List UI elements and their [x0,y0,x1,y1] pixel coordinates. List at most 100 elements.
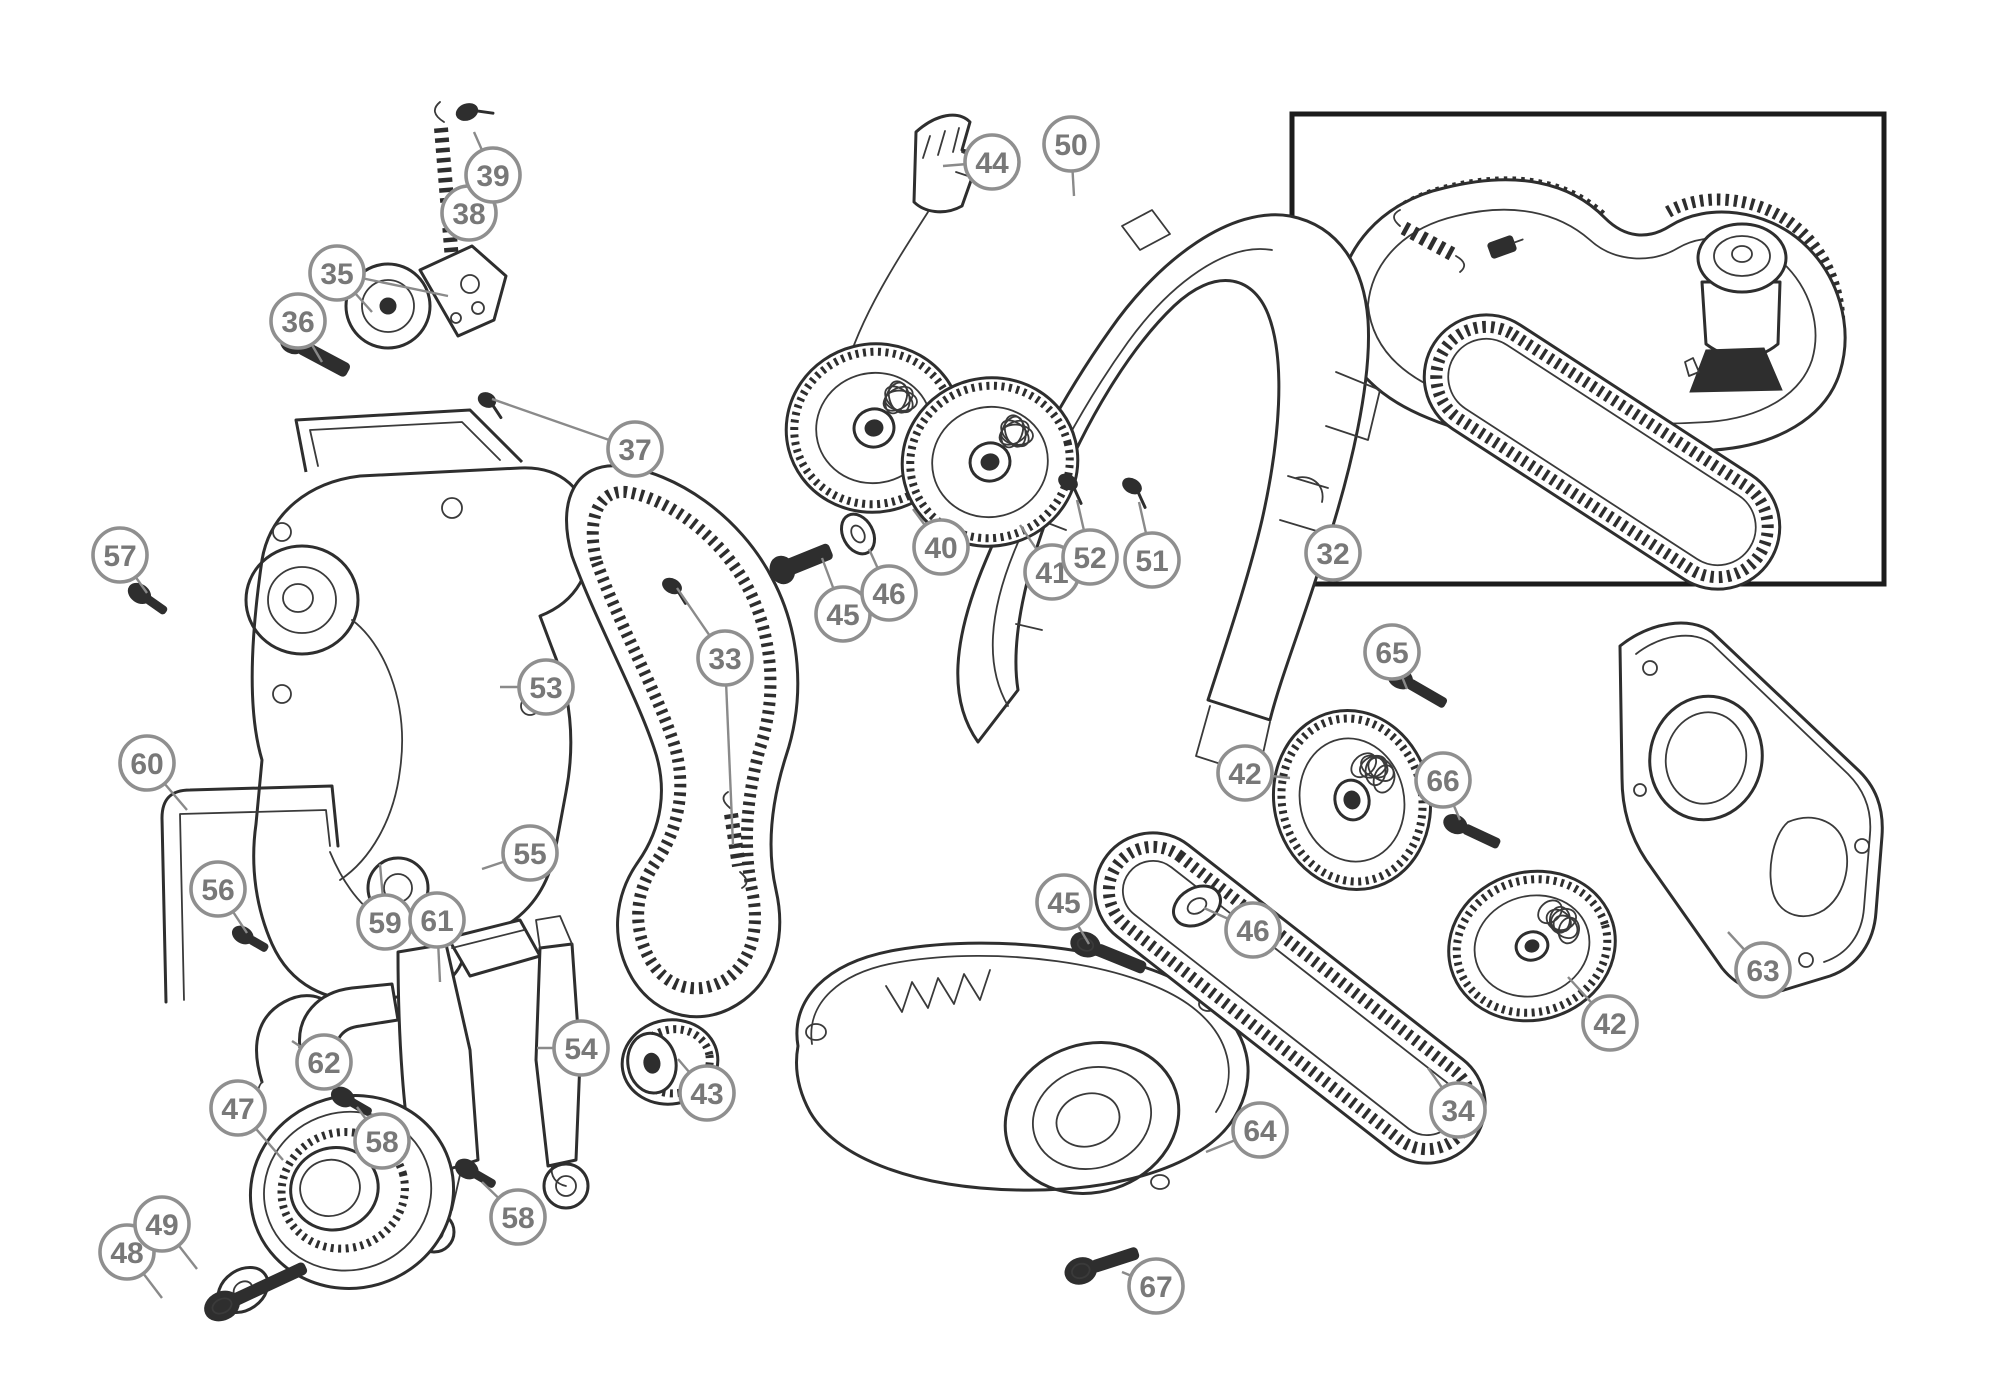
svg-text:39: 39 [476,160,509,193]
svg-text:67: 67 [1139,1271,1172,1304]
svg-text:45: 45 [1047,887,1080,920]
svg-text:37: 37 [618,434,651,467]
svg-text:43: 43 [690,1078,723,1111]
callout-60[interactable]: 60 [118,734,176,792]
svg-text:66: 66 [1426,765,1459,798]
callout-49[interactable]: 49 [133,1195,191,1253]
callout-55[interactable]: 55 [501,824,559,882]
camshaft-gear-41 [900,376,1080,548]
callout-53[interactable]: 53 [517,658,575,716]
svg-text:50: 50 [1054,129,1087,162]
callout-64[interactable]: 64 [1231,1101,1289,1159]
cover-screw-52 [1058,473,1083,505]
callout-65[interactable]: 65 [1363,623,1421,681]
callout-46[interactable]: 46 [1224,901,1282,959]
callout-44[interactable]: 44 [963,133,1021,191]
callout-66[interactable]: 66 [1414,751,1472,809]
crank-bolt [204,1262,308,1322]
callout-leader-33 [723,657,735,846]
callout-36[interactable]: 36 [269,292,327,350]
callout-42[interactable]: 42 [1216,744,1274,802]
callout-62[interactable]: 62 [295,1033,353,1091]
callout-59[interactable]: 59 [356,893,414,951]
callout-57[interactable]: 57 [91,526,149,584]
svg-text:62: 62 [307,1047,340,1080]
gear-washer [839,512,877,556]
svg-text:46: 46 [872,578,905,611]
svg-text:59: 59 [368,907,401,940]
svg-text:52: 52 [1073,542,1106,575]
callout-54[interactable]: 54 [552,1019,610,1077]
svg-text:51: 51 [1135,545,1168,578]
callout-34[interactable]: 34 [1429,1081,1487,1139]
tensioner-assembly [279,101,508,420]
cover-screw-57 [127,582,168,615]
svg-text:58: 58 [365,1126,398,1159]
balance-gear-upper [1271,708,1433,892]
svg-text:40: 40 [924,532,957,565]
svg-text:53: 53 [529,672,562,705]
rear-timing-cover [956,209,1381,777]
svg-text:65: 65 [1375,637,1408,670]
balance-bolt [1070,931,1147,974]
svg-text:61: 61 [420,905,453,938]
callout-58[interactable]: 58 [489,1188,547,1246]
lower-oval-cover [795,941,1250,1195]
callout-67[interactable]: 67 [1127,1257,1185,1315]
svg-text:58: 58 [501,1202,534,1235]
callout-balloons: 3233343536373839404142424344454546464748… [91,115,1792,1315]
callout-37[interactable]: 37 [606,420,664,478]
callout-43[interactable]: 43 [678,1064,736,1122]
timing-belt [565,464,800,1019]
callout-46[interactable]: 46 [860,564,918,622]
inset-box-timing-belt-kit [1289,111,1887,591]
callout-35[interactable]: 35 [308,244,366,302]
callout-61[interactable]: 61 [408,891,466,949]
svg-text:46: 46 [1236,915,1269,948]
callout-40[interactable]: 40 [912,518,970,576]
cover-bolt-67 [1064,1247,1140,1285]
svg-text:64: 64 [1243,1115,1277,1148]
svg-text:45: 45 [826,599,859,632]
callout-33[interactable]: 33 [696,629,754,687]
callout-47[interactable]: 47 [209,1079,267,1137]
svg-text:33: 33 [708,643,741,676]
callout-42[interactable]: 42 [1581,994,1639,1052]
svg-text:42: 42 [1228,758,1261,791]
svg-text:36: 36 [281,306,314,339]
cover-screw-51 [1122,477,1147,509]
svg-text:44: 44 [975,147,1009,180]
svg-text:63: 63 [1746,955,1779,988]
svg-text:55: 55 [513,838,546,871]
rear-backing-plate [1618,621,1884,994]
callout-45[interactable]: 45 [1035,873,1093,931]
cover-screw-56 [231,925,269,952]
callout-32[interactable]: 32 [1304,524,1362,582]
svg-text:54: 54 [564,1033,598,1066]
callout-52[interactable]: 52 [1061,528,1119,586]
cover-screw-58a [330,1086,372,1116]
svg-text:49: 49 [145,1209,178,1242]
callout-58[interactable]: 58 [353,1112,411,1170]
cover-seal-strip [160,784,340,1004]
callout-63[interactable]: 63 [1734,941,1792,999]
svg-text:57: 57 [103,540,136,573]
balance-washer [1172,884,1222,928]
plate-bolt-66 [1443,813,1501,849]
kit-tensioner-pulley [1684,222,1788,393]
svg-text:32: 32 [1316,538,1349,571]
svg-text:56: 56 [201,874,234,907]
svg-text:35: 35 [320,258,353,291]
callout-51[interactable]: 51 [1123,531,1181,589]
gear-bolt [769,543,833,585]
callout-50[interactable]: 50 [1042,115,1100,173]
svg-text:34: 34 [1441,1095,1475,1128]
svg-text:48: 48 [110,1237,143,1270]
callout-45[interactable]: 45 [814,585,872,643]
svg-text:47: 47 [221,1093,254,1126]
svg-text:38: 38 [452,198,485,231]
callout-39[interactable]: 39 [464,146,522,204]
callout-56[interactable]: 56 [189,860,247,918]
